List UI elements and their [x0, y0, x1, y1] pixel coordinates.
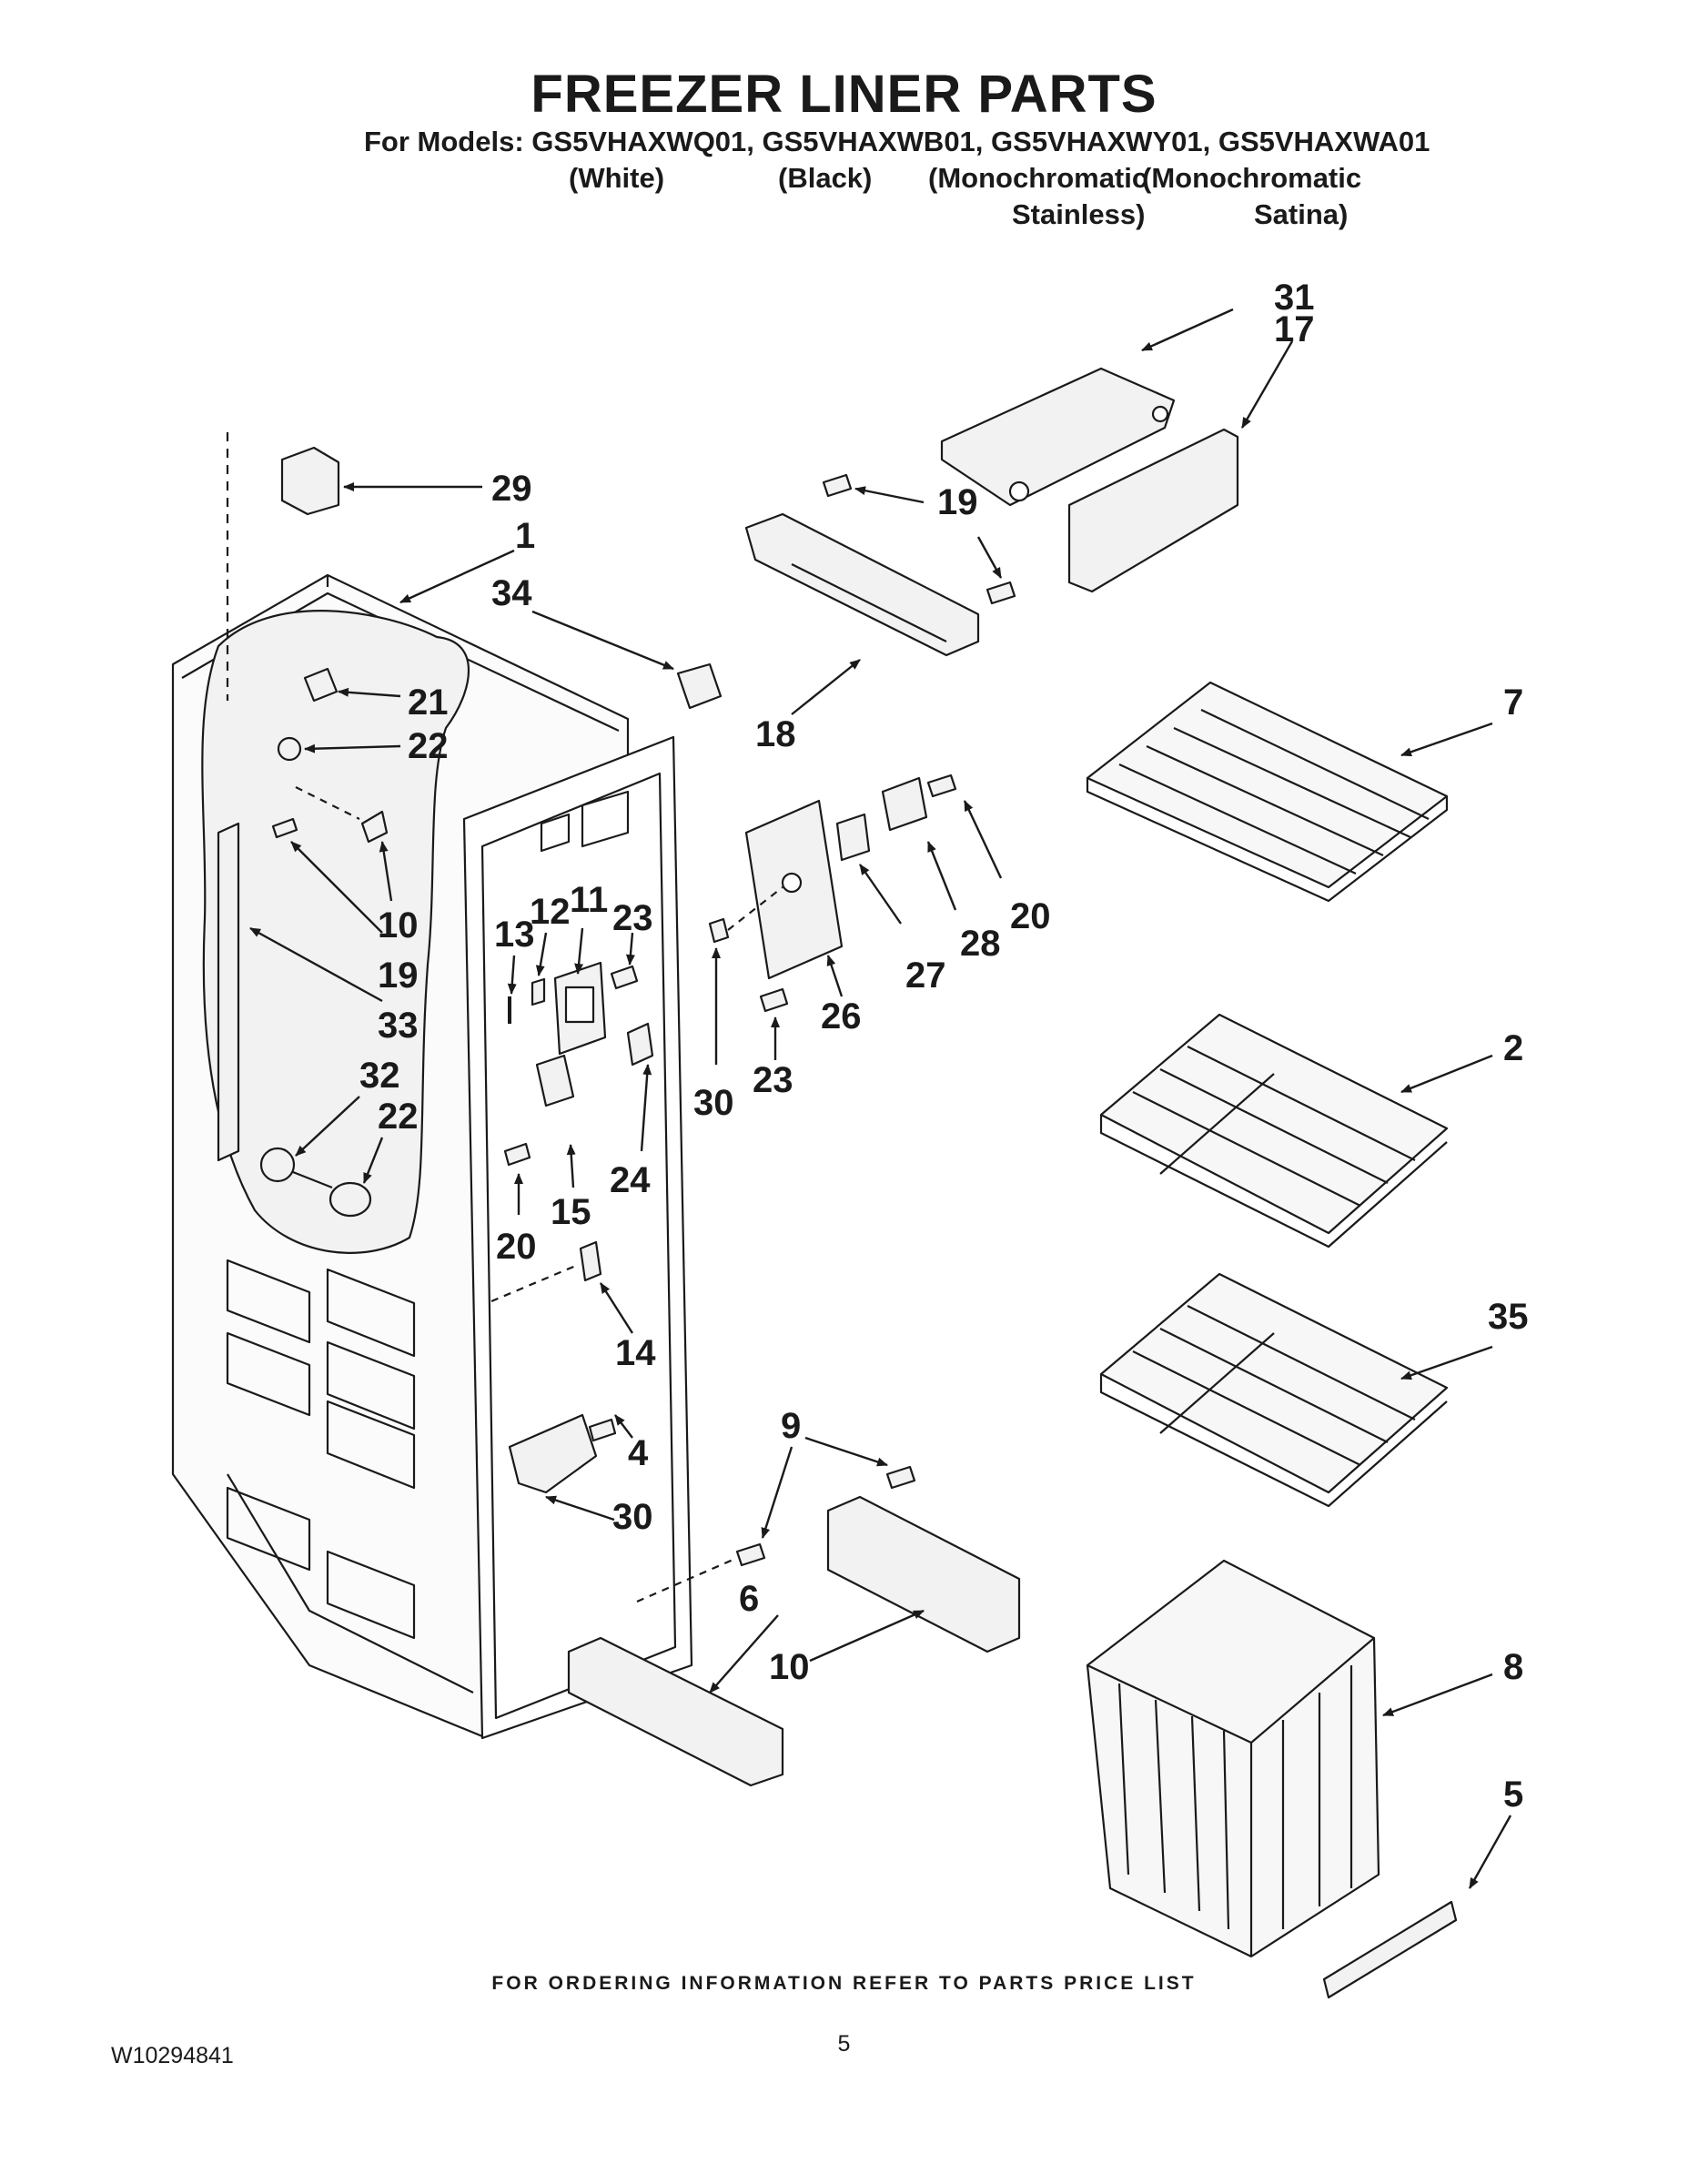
- document-number: W10294841: [111, 2043, 234, 2068]
- models-line: For Models: GS5VHAXWQ01, GS5VHAXWB01, GS…: [364, 126, 1430, 157]
- callout-34: 34: [491, 573, 532, 613]
- part-26: [835, 813, 871, 862]
- callout-23-left: 23: [612, 898, 653, 938]
- callout-19-top: 19: [937, 482, 978, 522]
- callout-23-right: 23: [753, 1060, 793, 1100]
- part-29: [280, 446, 340, 516]
- ordering-note: FOR ORDERING INFORMATION REFER TO PARTS …: [491, 1973, 1197, 1994]
- part-22-bulb: [277, 736, 302, 762]
- part-23-screw-b: [759, 987, 789, 1013]
- callout-5: 5: [1503, 1774, 1523, 1815]
- part-5: [1322, 1900, 1458, 1999]
- callout-27: 28: [960, 924, 1001, 964]
- callout-35: 35: [1488, 1297, 1529, 1337]
- callout-1: 1: [515, 516, 535, 556]
- callout-15: 14: [615, 1333, 656, 1373]
- callout-16: 15: [551, 1192, 591, 1232]
- callout-4: 4: [628, 1433, 649, 1473]
- part-19-screw-top-b: [986, 581, 1016, 605]
- part-34: [676, 662, 723, 710]
- page-number: 5: [837, 2031, 851, 2057]
- finish-black: (Black): [778, 162, 873, 194]
- part-22-lower-bulb: [329, 1181, 372, 1218]
- callout-31: 31: [1274, 278, 1315, 318]
- callout-30: 30: [612, 1497, 653, 1537]
- part-23-screw-a: [610, 965, 639, 990]
- callout-33: 33: [378, 1006, 419, 1046]
- callout-10: 10: [378, 905, 419, 945]
- finish-mono-stainless: (Monochromatic: [928, 162, 1148, 194]
- part-35: [1099, 1272, 1449, 1494]
- part-19-screw-top-a: [822, 473, 853, 498]
- part-20-screw-b: [926, 774, 957, 798]
- callout-20-right: 20: [1010, 896, 1051, 936]
- finish-mono-satina-line2: Satina): [1254, 198, 1349, 230]
- model-list: For Models: GS5VHAXWQ01, GS5VHAXWB01, GS…: [0, 126, 1688, 235]
- callout-22-lower: 22: [378, 1097, 419, 1137]
- callout-6: 6: [739, 1579, 759, 1619]
- part-11: [826, 1495, 1021, 1653]
- callout-17: 17: [1274, 309, 1315, 349]
- part-16: [535, 1054, 575, 1107]
- callout-32: 32: [359, 1056, 400, 1096]
- part-33: [217, 822, 240, 1162]
- callout-18: 18: [755, 714, 796, 754]
- callout-9: 9: [781, 1406, 801, 1446]
- page-title: FREEZER LINER PARTS: [531, 65, 1157, 124]
- part-27: [881, 776, 928, 832]
- callout-7: 7: [1503, 682, 1523, 723]
- callout-24: 24: [610, 1160, 651, 1200]
- part-18: [744, 512, 980, 657]
- callout-13: 12: [530, 892, 571, 932]
- callout-29: 29: [491, 469, 532, 509]
- callout-25: 26: [821, 996, 862, 1036]
- part-7: [1086, 681, 1449, 889]
- part-9-screw-b: [885, 1465, 916, 1490]
- finish-mono-satina: (Monochromatic: [1142, 162, 1362, 194]
- part-28: [708, 917, 730, 944]
- part-19-screw-left: [271, 817, 298, 839]
- part-10: [360, 810, 389, 844]
- callout-21: 21: [408, 682, 449, 723]
- part-8: [1086, 1559, 1380, 1958]
- callout-28: 30: [693, 1083, 734, 1123]
- finish-mono-stainless-line2: Stainless): [1012, 198, 1146, 230]
- part-17: [1067, 428, 1239, 593]
- callout-20-left: 20: [496, 1227, 537, 1267]
- callout-11: 10: [769, 1647, 810, 1687]
- callout-2: 2: [1503, 1028, 1523, 1068]
- part-6: [567, 1636, 784, 1787]
- callout-14: 13: [494, 915, 535, 955]
- part-30: [508, 1413, 598, 1494]
- part-4: [588, 1418, 617, 1442]
- callout-26: 27: [905, 956, 946, 996]
- part-20-screw-a: [503, 1142, 531, 1167]
- part-15: [579, 1240, 602, 1282]
- part-21: [303, 667, 339, 703]
- part-24: [626, 1022, 654, 1067]
- callout-22-upper: 22: [408, 726, 449, 766]
- finish-white: (White): [569, 162, 665, 194]
- part-9-screw-a: [735, 1542, 766, 1567]
- part-13: [531, 977, 546, 1006]
- callout-12: 11: [570, 880, 608, 920]
- callout-19-left: 19: [378, 956, 419, 996]
- part-31: [940, 367, 1176, 507]
- part-32: [259, 1147, 296, 1183]
- part-2: [1099, 1013, 1449, 1235]
- callout-8: 8: [1503, 1647, 1523, 1687]
